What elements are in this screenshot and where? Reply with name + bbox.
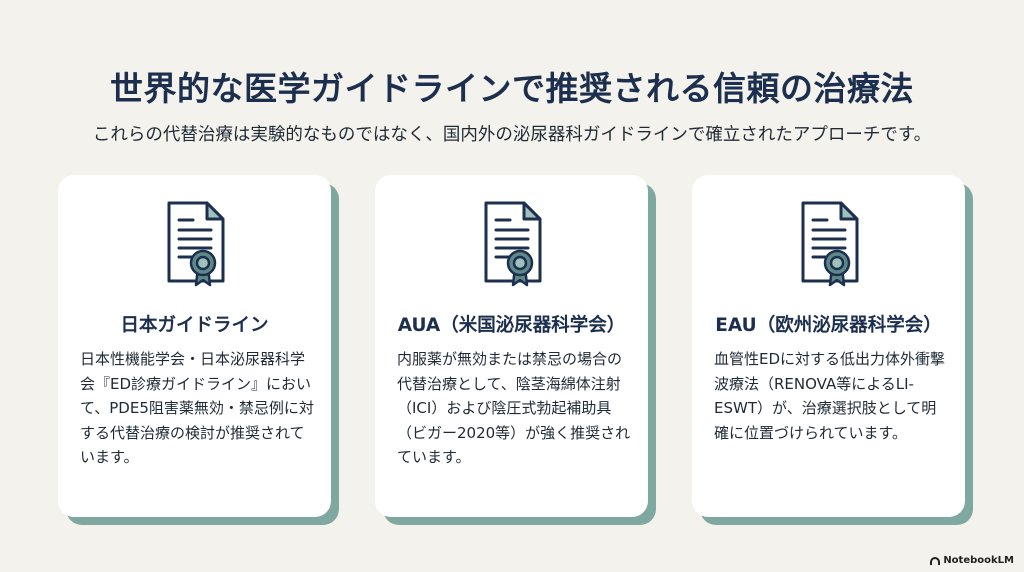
card-heading: AUA（米国泌尿器科学会）: [397, 315, 626, 336]
card-heading: EAU（欧州泌尿器科学会）: [715, 315, 942, 336]
certificate-document-icon: [163, 199, 227, 289]
card-body: 血管性EDに対する低出力体外衝撃波療法（RENOVA等によるLI- ESWT）が、…: [714, 347, 951, 445]
card-body-line: て、PDE5阻害薬無効・禁忌例に対: [80, 399, 314, 417]
notebooklm-logo-icon: [930, 556, 941, 565]
card-body-line: 日本性機能学会・日本泌尿器科学: [80, 350, 306, 368]
card-body-line: います。: [80, 448, 139, 466]
card-body-line: ています。: [397, 448, 471, 466]
card-heading: 日本ガイドライン: [120, 315, 269, 336]
card-body-line: ESWT）が、治療選択肢として明: [714, 399, 937, 417]
card-body-line: 確に位置づけられています。: [714, 423, 908, 442]
page-title: 世界的な医学ガイドラインで推奨される信頼の治療法: [110, 69, 914, 108]
card-body-line: 代替治療として、陰茎海綿体注射: [397, 374, 621, 393]
card-body-line: （ICI）および陰圧式勃起補助具: [397, 399, 612, 417]
page-subtitle: これらの代替治療は実験的なものではなく、国内外の泌尿器科ガイドラインで確立された…: [92, 125, 932, 145]
card-body: 日本性機能学会・日本泌尿器科学会『ED診療ガイドライン』において、PDE5阻害薬…: [80, 347, 317, 470]
notebooklm-watermark: NotebookLM: [930, 555, 1014, 566]
card-body-line: する代替治療の検討が推奨されて: [80, 423, 305, 442]
guideline-card: AUA（米国泌尿器科学会） 内服薬が無効または禁忌の場合の代替治療として、陰茎海…: [375, 175, 648, 517]
card-body-line: 血管性EDに対する低出力体外衝撃: [714, 350, 946, 368]
guideline-card: EAU（欧州泌尿器科学会） 血管性EDに対する低出力体外衝撃波療法（RENOVA…: [692, 175, 965, 517]
card-body-line: 波療法（RENOVA等によるLI-: [714, 374, 914, 393]
watermark-text: NotebookLM: [943, 555, 1014, 566]
certificate-document-icon: [797, 199, 861, 289]
card-body-line: （ビガー2020等）が強く推奨され: [397, 423, 631, 442]
card-body-line: 内服薬が無効または禁忌の場合の: [397, 350, 623, 368]
certificate-document-icon: [480, 199, 544, 289]
card-body-line: 会『ED診療ガイドライン』におい: [80, 374, 312, 393]
guideline-card: 日本ガイドライン 日本性機能学会・日本泌尿器科学会『ED診療ガイドライン』におい…: [58, 175, 331, 517]
card-body: 内服薬が無効または禁忌の場合の代替治療として、陰茎海綿体注射 （ICI）および陰圧…: [397, 347, 634, 470]
